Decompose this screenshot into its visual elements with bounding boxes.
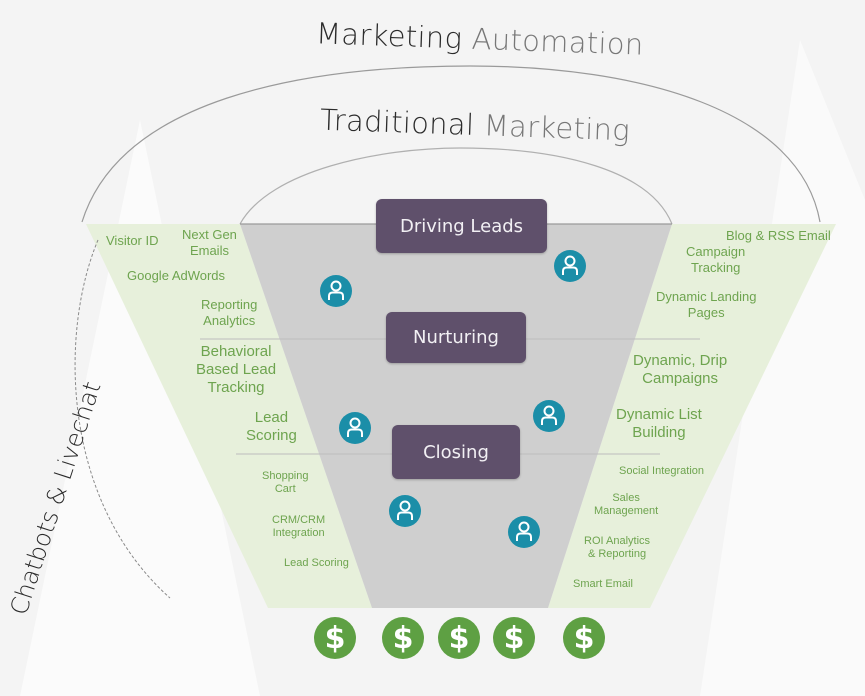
feature-behavioral-lead-tracking: Behavioral Based Lead Tracking bbox=[196, 343, 277, 396]
feature-reporting-analytics: Reporting Analytics bbox=[201, 297, 258, 328]
user-icon bbox=[554, 250, 586, 282]
funnel-body bbox=[240, 224, 672, 608]
feature-social-integration: Social Integration bbox=[619, 465, 704, 477]
watermark-shape bbox=[20, 120, 260, 696]
feature-blog-rss-email: Blog & RSS Email bbox=[726, 228, 831, 243]
feature-smart-email: Smart Email bbox=[573, 578, 633, 590]
user-icon bbox=[508, 516, 540, 548]
title-bold: Traditional bbox=[319, 102, 475, 142]
dollar-icon: $ bbox=[563, 617, 605, 659]
inner-arc bbox=[239, 147, 673, 225]
dollar-icon: $ bbox=[438, 617, 480, 659]
title-bold: Marketing bbox=[315, 16, 463, 56]
feature-lead-scoring: Lead Scoring bbox=[246, 409, 297, 444]
feature-dynamic-landing-pages: Dynamic Landing Pages bbox=[656, 289, 757, 320]
stage-driving-leads[interactable]: Driving Leads bbox=[376, 199, 547, 253]
feature-sales-management: Sales Management bbox=[594, 492, 659, 518]
feature-google-adwords: Google AdWords bbox=[127, 268, 226, 283]
feature-shopping-cart: Shopping Cart bbox=[262, 470, 309, 496]
stage-closing[interactable]: Closing bbox=[392, 425, 520, 479]
feature-dynamic-list-building: Dynamic List Building bbox=[616, 406, 702, 441]
stage-nurturing[interactable]: Nurturing bbox=[386, 312, 526, 363]
dollar-icon: $ bbox=[382, 617, 424, 659]
user-icon bbox=[339, 412, 371, 444]
chatbot-arc bbox=[74, 239, 171, 599]
feature-visitor-id: Visitor ID bbox=[106, 233, 159, 248]
outer-arc bbox=[81, 65, 821, 223]
user-icon bbox=[389, 495, 421, 527]
title-light: Marketing bbox=[483, 108, 631, 148]
title-light: Automation bbox=[471, 21, 645, 62]
user-icon bbox=[533, 400, 565, 432]
right-feature-band bbox=[548, 224, 836, 608]
feature-roi-analytics: ROI Analytics & Reporting bbox=[584, 535, 651, 561]
dollar-icon: $ bbox=[493, 617, 535, 659]
feature-next-gen-emails: Next Gen Emails bbox=[182, 227, 237, 258]
feature-lead-scoring-2: Lead Scoring bbox=[284, 557, 349, 569]
feature-dynamic-drip-campaigns: Dynamic, Drip Campaigns bbox=[633, 352, 728, 387]
user-icon bbox=[320, 275, 352, 307]
left-feature-band bbox=[86, 224, 372, 608]
feature-campaign-tracking: Campaign Tracking bbox=[686, 244, 746, 275]
dollar-icon: $ bbox=[314, 617, 356, 659]
watermark-shape bbox=[700, 40, 865, 696]
feature-crm-integration: CRM/CRM Integration bbox=[272, 514, 326, 540]
